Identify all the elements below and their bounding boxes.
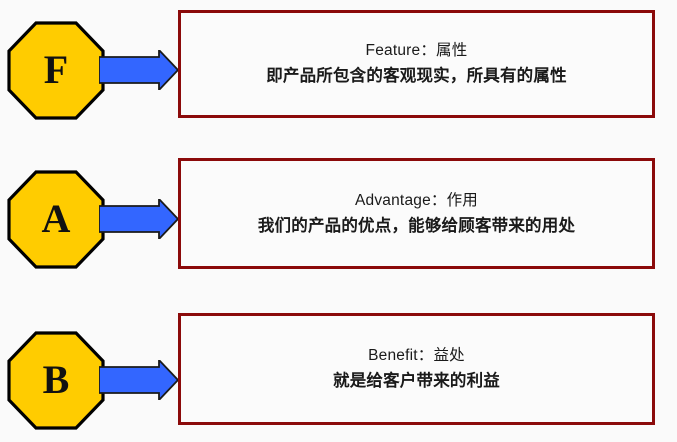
- arrow-benefit: [99, 360, 179, 400]
- right-arrow-icon: [99, 360, 179, 400]
- advantage-title: Advantage：作用: [354, 191, 479, 209]
- text-box-advantage: Advantage：作用 我们的产品的优点，能够给顾客带来的用处: [178, 158, 655, 269]
- feature-description: 即产品所包含的客观现实，所具有的属性: [266, 67, 567, 85]
- feature-title: Feature：属性: [365, 42, 468, 59]
- octagon-badge-feature[interactable]: F: [7, 21, 105, 120]
- text-box-feature: Feature：属性 即产品所包含的客观现实，所具有的属性: [178, 10, 655, 118]
- right-arrow-icon: [99, 50, 179, 90]
- right-arrow-icon: [99, 199, 179, 239]
- octagon-badge-advantage[interactable]: A: [7, 170, 105, 269]
- octagon-icon: [7, 331, 105, 430]
- text-box-benefit: Benefit：益处 就是给客户带来的利益: [178, 313, 655, 425]
- badge-letter-feature: F: [43, 46, 69, 92]
- fab-row-feature: F Feature：属性 即产品所包含的客观现实，所具有的属性: [0, 0, 677, 150]
- fab-row-advantage: A Advantage：作用 我们的产品的优点，能够给顾客带来的用处: [0, 150, 677, 305]
- benefit-title: Benefit：益处: [368, 347, 465, 364]
- octagon-badge-benefit[interactable]: B: [7, 331, 105, 430]
- badge-letter-benefit: B: [42, 356, 70, 402]
- octagon-icon: [7, 170, 105, 269]
- advantage-description: 我们的产品的优点，能够给顾客带来的用处: [257, 216, 576, 235]
- arrow-advantage: [99, 199, 179, 239]
- arrow-feature: [99, 50, 179, 90]
- benefit-description: 就是给客户带来的利益: [333, 372, 500, 390]
- fab-row-benefit: B Benefit：益处 就是给客户带来的利益: [0, 305, 677, 442]
- badge-letter-advantage: A: [41, 195, 71, 241]
- octagon-icon: [7, 21, 105, 120]
